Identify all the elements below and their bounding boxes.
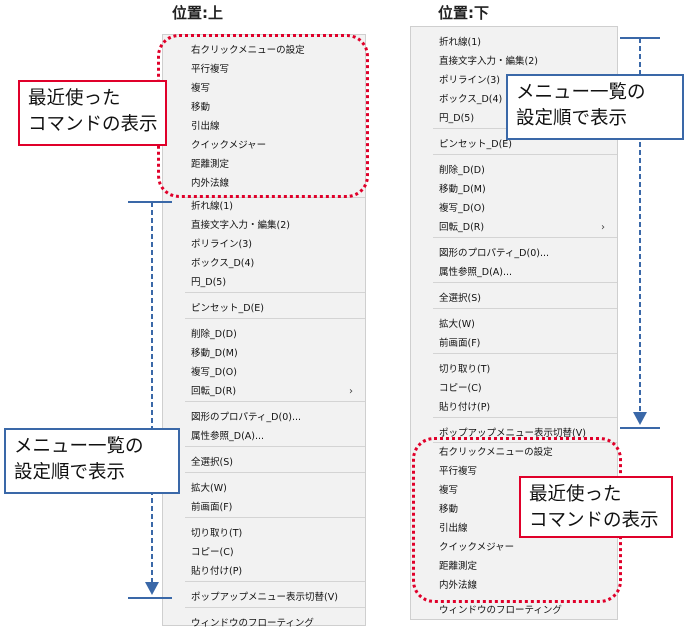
left-recent-item[interactable]: 内外法線	[191, 178, 230, 189]
right-menu-separator	[433, 282, 617, 283]
left-submenu-chevron-icon: ›	[349, 386, 353, 397]
left-menu-item[interactable]: 回転_D(R)	[191, 386, 237, 397]
left-callout-order: メニュー一覧の 設定順で表示	[4, 428, 180, 494]
right-callout-order: メニュー一覧の 設定順で表示	[506, 74, 684, 140]
left-context-menu: 右クリックメニューの設定平行複写複写移動引出線クイックメジャー距離測定内外法線折…	[162, 34, 366, 629]
right-menu-separator	[433, 154, 617, 155]
left-menu-item[interactable]: 複写_D(O)	[191, 367, 237, 378]
right-menu-item[interactable]: 属性参照_D(A)...	[439, 267, 513, 278]
right-menu-separator	[433, 442, 617, 443]
right-menu-item[interactable]: 図形のプロパティ_D(0)...	[439, 248, 550, 259]
right-menu-separator	[433, 417, 617, 418]
left-menu-separator	[185, 292, 365, 293]
left-menu-item[interactable]: 貼り付け(P)	[191, 566, 243, 577]
left-menu-item[interactable]: コピー(C)	[191, 547, 234, 558]
right-menu-item[interactable]: 全選択(S)	[439, 293, 481, 304]
left-menu-item[interactable]: 拡大(W)	[191, 483, 227, 494]
left-recent-item[interactable]: 移動	[191, 102, 211, 113]
left-menu-item[interactable]: ボックス_D(4)	[191, 258, 255, 269]
left-menu-separator	[185, 401, 365, 402]
right-menu-item[interactable]: 貼り付け(P)	[439, 402, 491, 413]
left-menu-item[interactable]: ウィンドウのフローティング	[191, 618, 314, 629]
right-menu-item[interactable]: ポップアップメニュー表示切替(V)	[439, 428, 586, 439]
left-recent-item[interactable]: 右クリックメニューの設定	[191, 45, 305, 56]
right-callout-recent-line1: 最近使った	[529, 484, 622, 505]
left-recent-item[interactable]: 複写	[191, 83, 211, 94]
right-recent-item[interactable]: 右クリックメニューの設定	[439, 447, 553, 458]
left-menu-item[interactable]: 移動_D(M)	[191, 348, 238, 359]
right-menu-separator	[433, 237, 617, 238]
left-menu-item[interactable]: ポップアップメニュー表示切替(V)	[191, 592, 338, 603]
left-callout-order-line2: 設定順で表示	[14, 462, 126, 483]
right-menu-item[interactable]: 拡大(W)	[439, 319, 475, 330]
right-callout-recent-line2: コマンドの表示	[529, 510, 659, 531]
right-arrow-head	[633, 412, 647, 425]
right-menu-item[interactable]: 前画面(F)	[439, 338, 481, 349]
right-recent-item[interactable]: 平行複写	[439, 466, 478, 477]
right-menu-item-floating[interactable]: ウィンドウのフローティング	[439, 605, 562, 616]
right-panel-heading: 位置:下	[438, 4, 489, 22]
right-callout-recent: 最近使った コマンドの表示	[519, 476, 673, 538]
left-callout-order-line1: メニュー一覧の	[14, 436, 144, 457]
right-menu-item[interactable]: 複写_D(O)	[439, 203, 485, 214]
right-menu-item[interactable]: ポリライン(3)	[439, 75, 500, 86]
left-recent-item[interactable]: 距離測定	[191, 159, 230, 170]
right-menu-item[interactable]: ボックス_D(4)	[439, 94, 503, 105]
left-menu-separator	[185, 318, 365, 319]
right-menu-item[interactable]: 移動_D(M)	[439, 184, 486, 195]
right-recent-item[interactable]: 移動	[439, 504, 459, 515]
left-callout-recent: 最近使った コマンドの表示	[18, 80, 167, 146]
right-menu-item[interactable]: 削除_D(D)	[439, 165, 485, 176]
left-menu-separator	[185, 581, 365, 582]
left-menu-item[interactable]: ポリライン(3)	[191, 239, 252, 250]
left-menu-item[interactable]: ピンセット_D(E)	[191, 303, 264, 314]
left-menu-separator	[185, 472, 365, 473]
right-callout-order-line1: メニュー一覧の	[516, 82, 646, 103]
left-menu-item[interactable]: 全選択(S)	[191, 457, 233, 468]
right-recent-item[interactable]: 内外法線	[439, 580, 478, 591]
right-menu-item[interactable]: 切り取り(T)	[439, 364, 491, 375]
left-menu-separator	[185, 446, 365, 447]
right-submenu-chevron-icon: ›	[601, 222, 605, 233]
left-menu-separator	[185, 517, 365, 518]
right-menu-item[interactable]: 折れ線(1)	[439, 37, 481, 48]
right-menu-item[interactable]: ピンセット_D(E)	[439, 139, 512, 150]
right-menu-separator	[433, 308, 617, 309]
right-recent-item[interactable]: 複写	[439, 485, 459, 496]
left-menu-item[interactable]: 削除_D(D)	[191, 329, 237, 340]
left-menu-item[interactable]: 前画面(F)	[191, 502, 233, 513]
left-callout-recent-line2: コマンドの表示	[28, 114, 158, 135]
right-recent-item[interactable]: 引出線	[439, 523, 468, 534]
right-callout-order-line2: 設定順で表示	[516, 108, 628, 129]
left-menu-item[interactable]: 直接文字入力・編集(2)	[191, 220, 290, 231]
right-menu-item[interactable]: コピー(C)	[439, 383, 482, 394]
left-menu-item[interactable]: 属性参照_D(A)...	[191, 431, 265, 442]
right-menu-item[interactable]: 回転_D(R)	[439, 222, 485, 233]
right-recent-item[interactable]: 距離測定	[439, 561, 478, 572]
left-menu-item[interactable]: 円_D(5)	[191, 277, 227, 288]
left-recent-item[interactable]: 引出線	[191, 121, 220, 132]
right-recent-item[interactable]: クイックメジャー	[439, 542, 515, 553]
left-panel-heading: 位置:上	[172, 4, 223, 22]
left-menu-item[interactable]: 折れ線(1)	[191, 201, 233, 212]
right-menu-separator	[433, 353, 617, 354]
left-arrow-head	[145, 582, 159, 595]
left-recent-item[interactable]: クイックメジャー	[191, 140, 267, 151]
left-recent-item[interactable]: 平行複写	[191, 64, 230, 75]
left-menu-separator	[185, 607, 365, 608]
left-menu-item[interactable]: 切り取り(T)	[191, 528, 243, 539]
left-callout-recent-line1: 最近使った	[28, 88, 121, 109]
right-menu-item[interactable]: 円_D(5)	[439, 113, 475, 124]
left-menu-item[interactable]: 図形のプロパティ_D(0)...	[191, 412, 302, 423]
right-menu-item[interactable]: 直接文字入力・編集(2)	[439, 56, 538, 67]
